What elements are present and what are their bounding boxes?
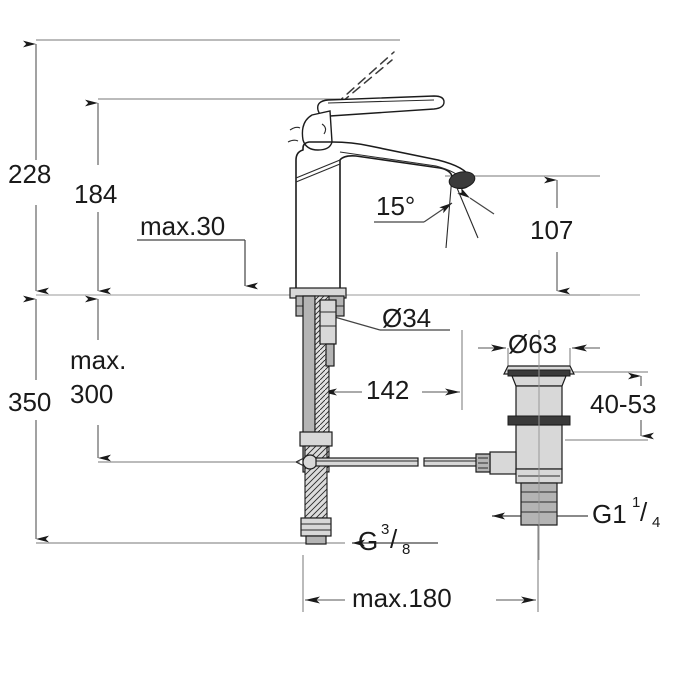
- waste-rod-port: [489, 451, 517, 475]
- hose-end-nut-lines: [301, 523, 331, 531]
- label-max-prefix: max.: [70, 345, 126, 375]
- spout-aerator: [448, 171, 476, 189]
- label-107: 107: [530, 215, 573, 245]
- label-diameter-63: Ø63: [508, 329, 557, 359]
- hose-coupling-upper: [299, 431, 333, 447]
- label-350: 350: [8, 387, 51, 417]
- leader-15deg-arrow2: [457, 187, 495, 215]
- label-228: 228: [8, 159, 51, 189]
- handle-neck-detail: [321, 123, 327, 135]
- body-taper-line-2: [295, 163, 341, 183]
- hose-end-nut: [300, 517, 332, 537]
- lift-rod-segment-left: [315, 457, 419, 467]
- lever-open-position: [335, 51, 395, 105]
- stud-shaft: [325, 343, 335, 367]
- label-g114-denominator: 4: [652, 514, 660, 531]
- label-g114-prefix: G1: [592, 499, 627, 529]
- label-max30: max.30: [140, 211, 225, 241]
- lift-rod-pivot: [302, 454, 318, 470]
- stud-nut: [319, 299, 337, 345]
- neck-accent-2: [287, 139, 299, 143]
- lever-handle: [317, 95, 445, 118]
- label-g38-numerator: 3: [381, 521, 389, 538]
- dimension-labels: 228 184 max.30 15° 107 Ø34 Ø63 350 max. …: [8, 159, 660, 613]
- label-40-53: 40-53: [590, 389, 657, 419]
- body-taper-line: [295, 159, 341, 179]
- leader-15deg-arrow1: [423, 202, 453, 223]
- stud-nut-lines: [320, 311, 336, 327]
- label-g38-denominator: 8: [402, 541, 410, 558]
- label-g38-slash: /: [390, 524, 398, 554]
- extension-lines: [36, 39, 648, 612]
- horizontal-dimension-lines: [305, 344, 600, 604]
- popup-waste-assembly: [475, 330, 575, 560]
- angle-witness-a: [445, 175, 453, 249]
- waste-capnut-ribs: [478, 457, 488, 469]
- label-184: 184: [74, 179, 117, 209]
- label-g114-numerator: 1: [632, 494, 640, 511]
- neck-accent-1: [289, 126, 301, 131]
- lift-rod-clip: [295, 457, 305, 467]
- vertical-dimension-lines: [23, 40, 654, 543]
- handle-neck: [301, 110, 333, 151]
- label-max180: max.180: [352, 583, 452, 613]
- label-g38-prefix: G: [358, 526, 378, 556]
- hose-thread-g38: [305, 535, 327, 545]
- lever-handle-detail: [327, 99, 435, 104]
- label-g38-group: G 3 / 8: [358, 521, 410, 558]
- label-15-degrees: 15°: [376, 191, 415, 221]
- label-g114-group: G1 1 / 4: [592, 494, 660, 531]
- label-300: 300: [70, 379, 113, 409]
- label-diameter-34: Ø34: [382, 303, 431, 333]
- label-142: 142: [366, 375, 409, 405]
- lever-open-position-b: [329, 59, 393, 113]
- label-g114-slash: /: [640, 497, 648, 527]
